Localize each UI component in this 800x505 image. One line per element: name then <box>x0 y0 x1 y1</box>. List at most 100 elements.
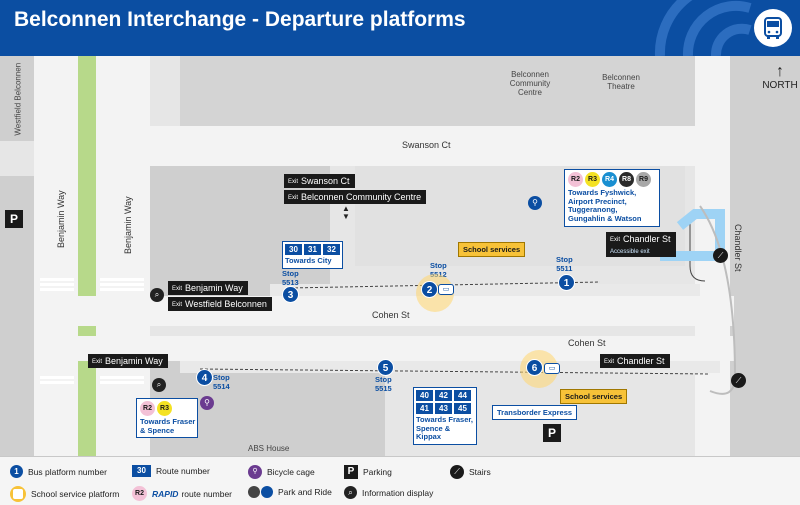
platform-3-marker: 3 <box>282 286 299 303</box>
platform-5-marker: 5 <box>377 359 394 376</box>
platform-5-destination: Towards Fraser, Spence & Kippax <box>416 415 473 442</box>
legend-bicycle-cage: ⚲ Bicycle cage <box>248 465 315 479</box>
route-44-badge: 44 <box>454 390 471 401</box>
legend-parking: P Parking <box>344 465 392 479</box>
route-41-badge: 41 <box>416 403 433 414</box>
stairs-icon: ⟋ <box>450 465 464 479</box>
place-abs-house: ABS House <box>248 444 290 453</box>
legend-information-display: ⌕ Information display <box>344 486 433 499</box>
pedestrian-crossings <box>40 278 144 384</box>
platform-3-routes: 30 31 32 Towards City <box>282 241 343 269</box>
street-cohen-st-1: Cohen St <box>372 310 410 320</box>
parking-icon: P <box>344 465 358 479</box>
page-title: Belconnen Interchange - Departure platfo… <box>14 8 466 31</box>
school-bus-icon: ▭ <box>438 284 454 295</box>
brand-arcs-decoration <box>654 0 752 56</box>
route-r9-badge: R9 <box>636 172 651 187</box>
green-strip <box>78 56 96 456</box>
stairs-icon: ⟋ <box>713 248 728 263</box>
bicycle-cage-icon: ⚲ <box>248 465 262 479</box>
park-and-ride-icon <box>248 486 273 498</box>
platform-4-marker: 4 <box>196 369 213 386</box>
platform-4-destination: Towards Fraser & Spence <box>140 417 196 435</box>
route-31-badge: 31 <box>304 244 321 255</box>
route-r3-badge: R3 <box>585 172 600 187</box>
school-services-callout-1: School services <box>458 242 526 257</box>
street-benjamin-way-1: Benjamin Way <box>56 190 66 248</box>
school-bus-icon: ▭ <box>544 363 560 374</box>
updown-arrows-icon: ▲▼ <box>342 204 350 221</box>
stairs-icon: ⟋ <box>731 373 746 388</box>
route-30-badge: 30 <box>285 244 302 255</box>
street-swanson-ct: Swanson Ct <box>402 140 451 150</box>
bus-icon <box>754 9 792 47</box>
accessible-ramp <box>660 209 725 261</box>
westfield-block <box>0 56 34 141</box>
legend-platform-marker: 1 <box>10 465 23 478</box>
school-services-callout-2: School services <box>560 389 628 404</box>
route-43-badge: 43 <box>435 403 452 414</box>
route-42-badge: 42 <box>435 390 452 401</box>
place-belconnen-community-centre: Belconnen Community Centre <box>509 70 551 98</box>
street-cohen-st-2: Cohen St <box>568 338 606 348</box>
route-r8-badge: R8 <box>619 172 634 187</box>
platform-1-routes: R2 R3 R4 R8 R9 Towards Fyshwick, Airport… <box>564 169 660 227</box>
information-display-icon: ⌕ <box>150 288 164 302</box>
legend-route-sample: 30 <box>132 465 151 477</box>
platform-6-marker: 6 <box>526 359 543 376</box>
platform-4-routes: R2 R3 Towards Fraser & Spence <box>136 398 198 439</box>
route-r2-badge: R2 <box>140 401 155 416</box>
accessible-exit-note: Accessible exit <box>610 248 650 255</box>
north-arrow-icon: ↑ <box>776 63 784 80</box>
information-display-icon: ⌕ <box>344 486 357 499</box>
school-service-icon <box>10 486 26 502</box>
route-r2-badge: R2 <box>568 172 583 187</box>
parking-icon: P <box>543 424 561 442</box>
map-base <box>0 56 800 456</box>
street-chandler-st: Chandler St <box>733 224 743 272</box>
platform-1-marker: 1 <box>558 274 575 291</box>
route-r4-badge: R4 <box>602 172 617 187</box>
legend-route-number: 30 Route number <box>132 465 210 477</box>
bicycle-cage-icon: ⚲ <box>200 396 214 410</box>
park-and-ride-icon: ⚲ <box>528 196 542 210</box>
information-display-icon: ⌕ <box>152 378 166 392</box>
place-belconnen-theatre: Belconnen Theatre <box>602 73 640 92</box>
east-block <box>730 56 800 456</box>
map-legend: 1 Bus platform number 30 Route number ⚲ … <box>0 456 800 505</box>
platform-3-destination: Towards City <box>285 256 332 265</box>
route-r3-badge: R3 <box>157 401 172 416</box>
map-area: Westfield Belconnen Belconnen Community … <box>0 56 800 456</box>
legend-school-service: School service platform <box>10 486 119 502</box>
platform-2-marker: 2 <box>421 281 438 298</box>
transborder-express-label: Transborder Express <box>492 405 578 420</box>
header-bar: Belconnen Interchange - Departure platfo… <box>0 0 800 56</box>
place-westfield-belconnen: Westfield Belconnen <box>13 62 23 136</box>
platform-5-routes: 40 42 44 41 43 45 Towards Fraser, Spence… <box>413 387 477 445</box>
route-40-badge: 40 <box>416 390 433 401</box>
north-label: NORTH <box>762 80 798 91</box>
legend-bus-platform: 1 Bus platform number <box>10 465 107 478</box>
legend-park-and-ride: Park and Ride <box>248 486 332 498</box>
route-32-badge: 32 <box>323 244 340 255</box>
parking-icon: P <box>5 210 23 228</box>
north-indicator: ↑ NORTH <box>760 63 800 92</box>
platform-1-destination: Towards Fyshwick, Airport Precinct, Tugg… <box>568 188 642 223</box>
route-45-badge: 45 <box>454 403 471 414</box>
community-centre-block <box>180 56 695 126</box>
legend-rapid-sample: R2 <box>132 486 147 501</box>
street-benjamin-way-2: Benjamin Way <box>123 196 133 254</box>
legend-stairs: ⟋ Stairs <box>450 465 491 479</box>
